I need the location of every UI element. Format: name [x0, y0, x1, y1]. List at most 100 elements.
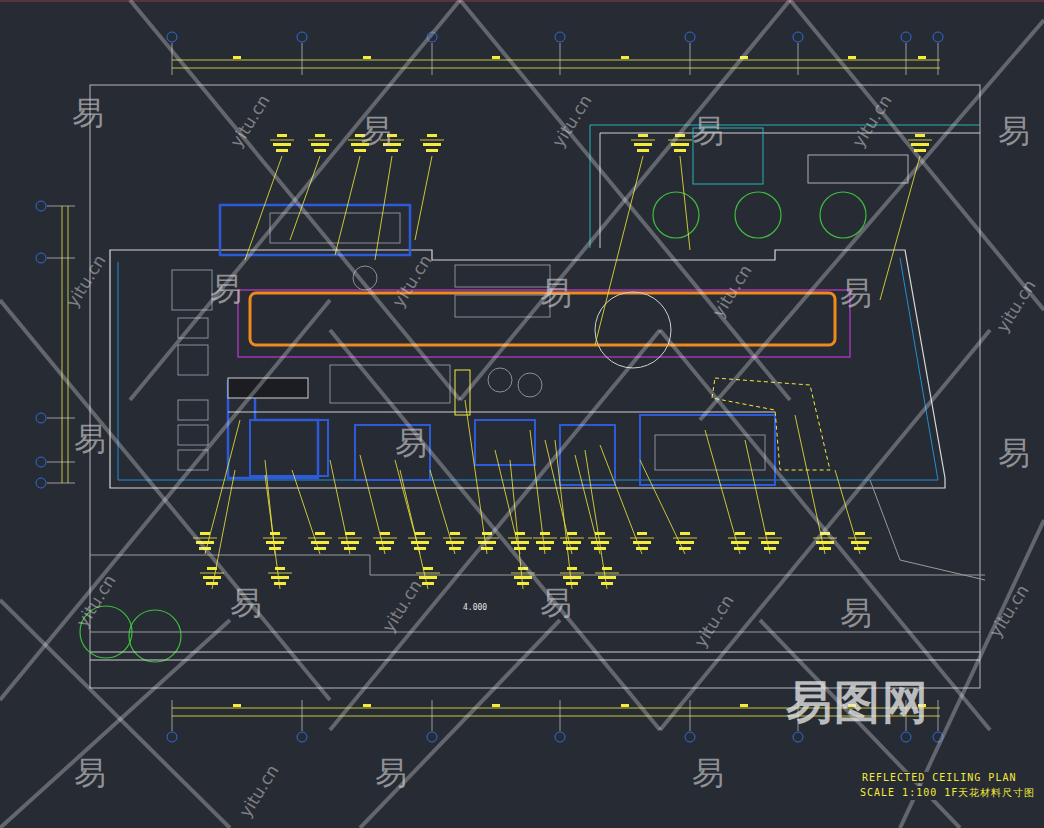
- callout-mark: [637, 532, 647, 535]
- leader-line: [530, 430, 545, 554]
- watermark: 易: [540, 272, 572, 316]
- watermark-line: [0, 600, 230, 828]
- dimension-mark: [363, 56, 371, 59]
- callout-bar: [268, 573, 292, 574]
- dimension-mark: [740, 704, 748, 707]
- dimension-mark: [233, 56, 241, 59]
- dimension-mark: [621, 704, 629, 707]
- tree-symbol: [80, 192, 866, 662]
- axis-bubble: [36, 201, 46, 211]
- callout-mark: [633, 541, 651, 544]
- callout-mark: [276, 149, 288, 152]
- dimension-mark: [848, 56, 856, 59]
- leader-line: [880, 156, 920, 300]
- building-outline: [110, 250, 945, 488]
- leader-line: [265, 475, 280, 589]
- axis-bubble: [901, 732, 911, 742]
- callout-bar: [420, 140, 444, 141]
- axis-bubble: [685, 32, 695, 42]
- callout-bar: [908, 140, 932, 141]
- axis-bubble: [793, 32, 803, 42]
- axis-bubble: [167, 32, 177, 42]
- callout-mark: [274, 582, 286, 585]
- callout-mark: [854, 547, 866, 550]
- axis-bubble: [555, 32, 565, 42]
- watermark-line: [700, 20, 1044, 420]
- elevation-mark: 4.000: [462, 603, 488, 612]
- ceiling-line: [228, 412, 775, 413]
- watermark-line: [360, 620, 560, 828]
- leader-line: [680, 156, 690, 250]
- callout-mark: [423, 143, 441, 146]
- callout-mark: [206, 582, 218, 585]
- callout-mark: [380, 532, 390, 535]
- wall: [560, 425, 615, 485]
- upper-outline: [600, 133, 980, 248]
- axis-line: [302, 43, 303, 75]
- callout-bar: [560, 538, 584, 539]
- leader-line: [245, 156, 282, 260]
- callout-bar: [443, 538, 467, 539]
- callout-mark: [734, 547, 746, 550]
- callout-mark: [450, 532, 460, 535]
- axis-line: [938, 700, 939, 731]
- callout-bar: [668, 140, 692, 141]
- callout-bar: [308, 538, 332, 539]
- callout-mark: [423, 567, 433, 570]
- callout-mark: [414, 547, 426, 550]
- callout-mark: [816, 541, 834, 544]
- callout-mark: [636, 547, 648, 550]
- axis-line: [432, 700, 433, 731]
- axis-bubble: [685, 732, 695, 742]
- leader-line: [705, 430, 740, 554]
- callout-mark: [765, 532, 775, 535]
- axis-bubble: [36, 478, 46, 488]
- axis-line: [690, 700, 691, 731]
- watermark-line: [460, 0, 790, 400]
- callout-mark: [735, 532, 745, 535]
- watermark-line: [330, 330, 660, 730]
- axis-line: [690, 43, 691, 75]
- callout-mark: [511, 541, 529, 544]
- callout-mark: [680, 532, 690, 535]
- callout-mark: [419, 576, 437, 579]
- drawing-frame: [90, 85, 980, 688]
- axis-bubble: [901, 32, 911, 42]
- leader-line: [545, 440, 572, 554]
- callout-bar: [373, 538, 397, 539]
- axis-bubble: [36, 413, 46, 423]
- callout-mark: [415, 532, 425, 535]
- callout-mark: [277, 134, 287, 137]
- callout-mark: [563, 576, 581, 579]
- watermark: 易: [230, 582, 262, 626]
- dimension-mark: [492, 704, 500, 707]
- callout-mark: [517, 582, 529, 585]
- callout-mark: [514, 576, 532, 579]
- callout-mark: [426, 149, 438, 152]
- dimension-mark: [918, 56, 926, 59]
- callout-mark: [539, 547, 551, 550]
- callout-mark: [764, 547, 776, 550]
- callout-bar: [595, 573, 619, 574]
- axis-line: [302, 700, 303, 731]
- callout-mark: [594, 547, 606, 550]
- axis-line: [47, 258, 75, 259]
- callout-bar: [630, 538, 654, 539]
- room-outline: [808, 155, 908, 183]
- watermark-line: [460, 0, 790, 400]
- dimension-mark: [621, 56, 629, 59]
- callout-mark: [567, 567, 577, 570]
- watermark: 易: [210, 268, 242, 312]
- callout-mark: [311, 143, 329, 146]
- leader-line: [575, 455, 600, 554]
- callout-mark: [637, 149, 649, 152]
- dimension-line: [172, 60, 940, 61]
- furniture: [172, 213, 765, 470]
- watermark-line: [660, 330, 990, 730]
- site-line: [90, 660, 980, 661]
- callout-mark: [427, 134, 437, 137]
- leader-line: [415, 156, 432, 240]
- leader-line: [465, 400, 487, 554]
